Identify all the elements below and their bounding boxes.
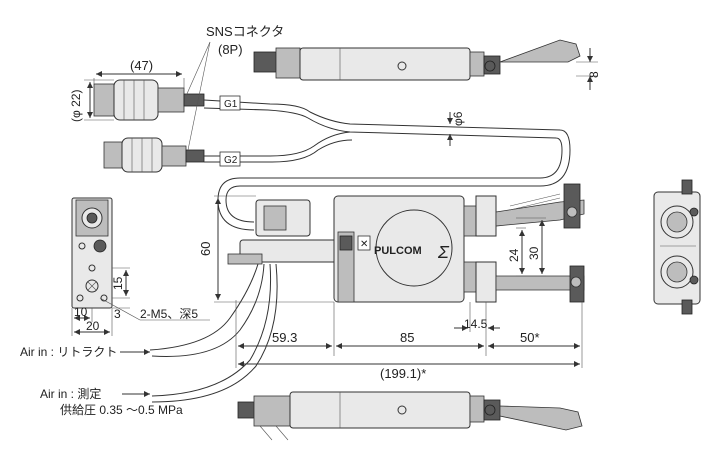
connector-pins-label: (8P) — [218, 42, 243, 57]
main-unit: ✕ — [227, 183, 585, 303]
connector-label: SNSコネクタ — [206, 24, 284, 39]
air-measure-label: Air in : 測定 — [40, 386, 101, 401]
left-side-view — [71, 197, 113, 309]
dim-15: 15 — [111, 276, 125, 290]
dim-phi6: φ6 — [451, 111, 465, 126]
dim-8: 8 — [587, 71, 601, 78]
dim-3: 3 — [114, 307, 121, 321]
top-view-unit — [253, 39, 598, 81]
dim-14-5: 14.5 — [464, 317, 488, 331]
pressure-label: 供給圧 0.35 ～0.5 MPa — [60, 403, 183, 417]
brand-symbol-box: ✕ — [360, 239, 368, 250]
connector-g1 — [93, 79, 205, 121]
dim-30: 30 — [527, 246, 541, 260]
dim-24: 24 — [507, 248, 521, 262]
brand-name: PULCOM — [374, 245, 422, 257]
dim-20: 20 — [86, 319, 100, 333]
connector-g2 — [103, 137, 205, 173]
dim-phi22: (φ 22) — [69, 90, 83, 122]
dim-60: 60 — [198, 242, 213, 256]
cable-label-g2: G2 — [224, 155, 238, 166]
dim-59-3: 59.3 — [272, 330, 297, 345]
dim-10: 10 — [74, 305, 88, 319]
brand-sigma: Σ — [437, 242, 450, 262]
right-end-view — [653, 179, 701, 315]
bottom-view-unit — [237, 391, 583, 441]
dim-199-1: (199.1)* — [380, 366, 426, 381]
dim-47: (47) — [130, 58, 153, 73]
thread-note: 2-M5、深5 — [140, 307, 198, 321]
dim-85: 85 — [400, 330, 414, 345]
dim-50: 50* — [520, 330, 540, 345]
air-tubes — [149, 263, 278, 403]
cable-label-g1: G1 — [224, 99, 238, 110]
air-retract-label: Air in : リトラクト — [20, 345, 117, 359]
